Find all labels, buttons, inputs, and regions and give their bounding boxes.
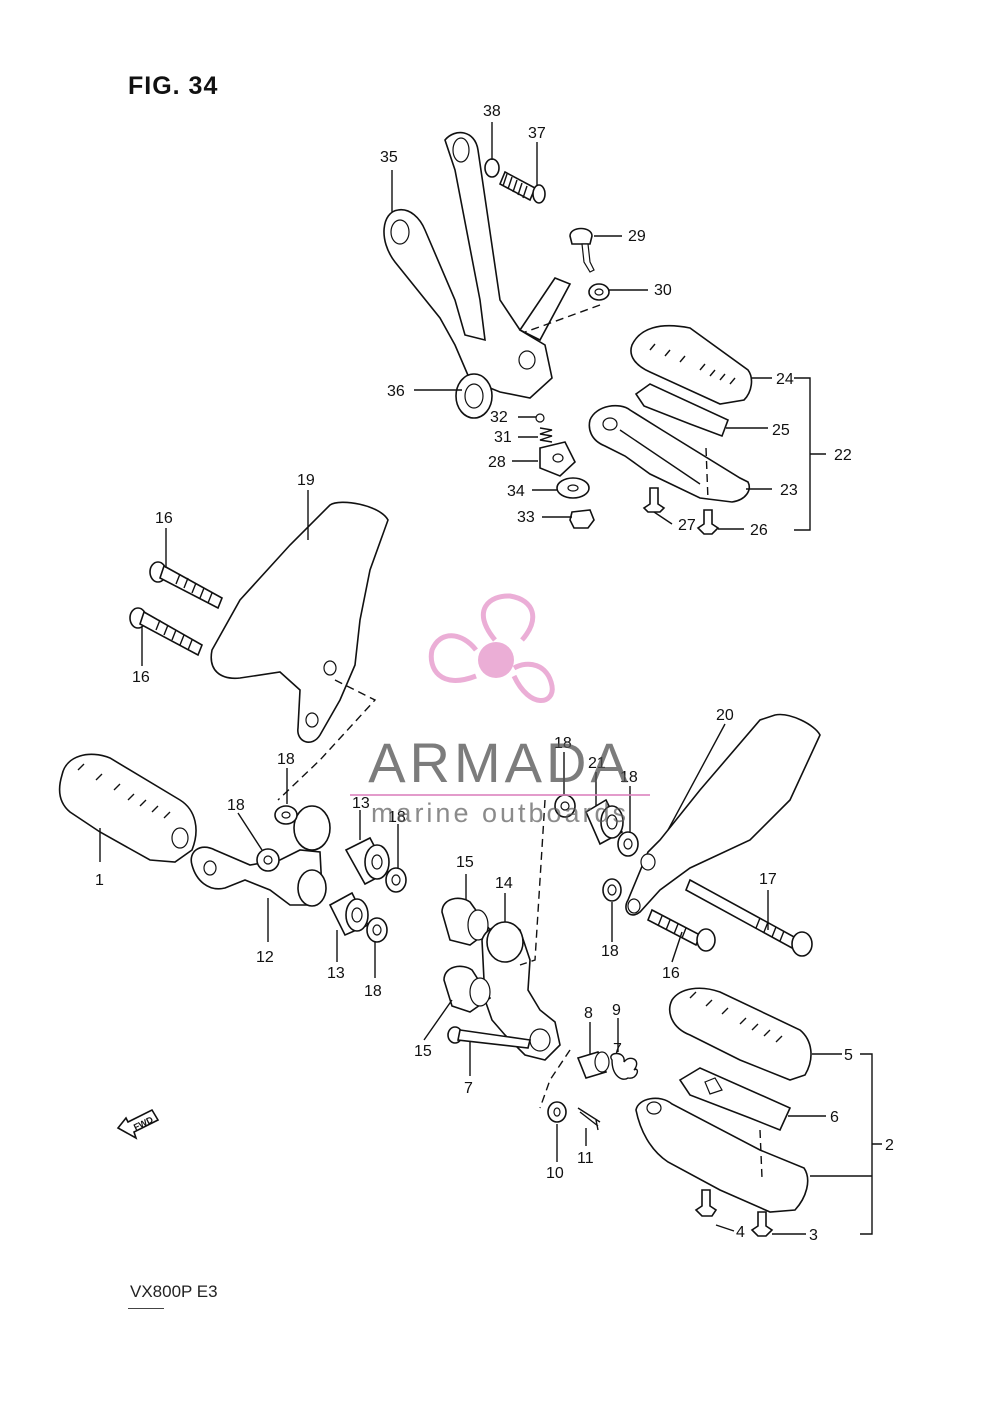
callout-9: 9: [612, 1002, 621, 1019]
ball-32: [535, 413, 545, 423]
callout-31: 31: [494, 429, 512, 446]
callout-1: 1: [95, 872, 104, 889]
callout-7-a: 7: [464, 1080, 473, 1097]
bolt-17: [684, 878, 813, 957]
screw-26: [696, 509, 720, 535]
plate-25: [634, 383, 730, 438]
bolt-16-lower: [129, 607, 204, 657]
cotter-pin-11: [577, 1107, 601, 1131]
callout-14: 14: [495, 875, 513, 892]
callout-16-upper: 16: [155, 510, 173, 527]
callout-25: 25: [772, 422, 790, 439]
callout-6: 6: [830, 1109, 839, 1126]
callout-labels: 35 38 37 29 30 36 32 31 28 34 33 24 25 2…: [95, 103, 894, 1244]
callout-28: 28: [488, 454, 506, 471]
pillion-bracket-35: [383, 131, 572, 419]
watermark-brand: ARMADA: [368, 731, 632, 794]
bushing-21: [584, 798, 624, 846]
pin-29: [569, 227, 595, 273]
callout-20: 20: [716, 707, 734, 724]
spring-9: [610, 1052, 639, 1080]
footrest-bracket-2: [635, 1097, 809, 1213]
callout-16-lower: 16: [132, 669, 150, 686]
callout-18-d: 18: [364, 983, 382, 1000]
screw-3: [750, 1211, 774, 1237]
propeller-icon: [428, 593, 555, 703]
nut-33: [569, 509, 595, 529]
callout-29: 29: [628, 228, 646, 245]
bolt-37: [498, 170, 546, 204]
bushing-15-lower: [443, 965, 492, 1013]
callout-8: 8: [584, 1005, 593, 1022]
callout-17: 17: [759, 871, 777, 888]
callout-16-right: 16: [662, 965, 680, 982]
model-code: VX800P E3: [130, 1282, 218, 1301]
pillion-footrest-rubber-24: [630, 324, 753, 405]
callout-19: 19: [297, 472, 315, 489]
footrest-rubber-5: [668, 987, 812, 1081]
callout-37: 37: [528, 125, 546, 142]
screw-27: [642, 487, 666, 513]
bushing-15-upper: [441, 897, 492, 946]
callout-4: 4: [736, 1224, 745, 1241]
callout-3: 3: [809, 1227, 818, 1244]
callout-30: 30: [654, 282, 672, 299]
callout-18-f: 18: [620, 769, 638, 786]
bolt-16-right: [646, 908, 716, 952]
spring-31: [539, 427, 553, 443]
callout-36: 36: [387, 383, 405, 400]
leader-lines: [99, 122, 882, 1235]
step-bracket-19: [210, 501, 389, 743]
figure-title: FIG. 34: [128, 72, 219, 100]
callout-15-lower: 15: [414, 1043, 432, 1060]
callout-13-lower: 13: [327, 965, 345, 982]
bushing-13-lower: [328, 891, 370, 937]
forward-arrow-icon: FWD: [116, 1108, 160, 1140]
callout-15-upper: 15: [456, 854, 474, 871]
callout-23: 23: [780, 482, 798, 499]
callout-27: 27: [678, 517, 696, 534]
pin-7: [447, 1026, 531, 1049]
callout-18-g: 18: [601, 943, 619, 960]
callout-38: 38: [483, 103, 501, 120]
step-bracket-20: [625, 713, 821, 916]
callout-33: 33: [517, 509, 535, 526]
footrest-arm-12: [190, 805, 331, 907]
watermark-tagline: marine outboards: [370, 798, 630, 828]
callout-10: 10: [546, 1165, 564, 1182]
callout-12: 12: [256, 949, 274, 966]
callout-11: 11: [577, 1150, 594, 1167]
bushing-13-upper: [344, 836, 390, 886]
washer-38: [484, 158, 500, 178]
screw-4: [694, 1189, 718, 1217]
bolt-16-upper: [149, 561, 224, 610]
callout-21: 21: [588, 755, 606, 772]
callout-18-c: 18: [388, 809, 406, 826]
pillion-footrest-bracket-23: [588, 404, 750, 503]
callout-35: 35: [380, 149, 398, 166]
callout-18-b: 18: [227, 797, 245, 814]
callout-24: 24: [776, 371, 794, 388]
footrest-1: [58, 753, 197, 863]
callout-13-upper: 13: [352, 795, 370, 812]
callout-7-b: 7: [613, 1041, 622, 1058]
collar-8: [576, 1051, 610, 1079]
callout-2: 2: [885, 1137, 894, 1154]
watermark-rule: [350, 794, 650, 796]
callout-26: 26: [750, 522, 768, 539]
callout-34: 34: [507, 483, 525, 500]
callout-32: 32: [490, 409, 508, 426]
callout-22: 22: [834, 447, 852, 464]
model-underline: [128, 1308, 164, 1309]
callout-18-e: 18: [554, 735, 572, 752]
callout-18-a: 18: [277, 751, 295, 768]
callout-5: 5: [844, 1047, 853, 1064]
